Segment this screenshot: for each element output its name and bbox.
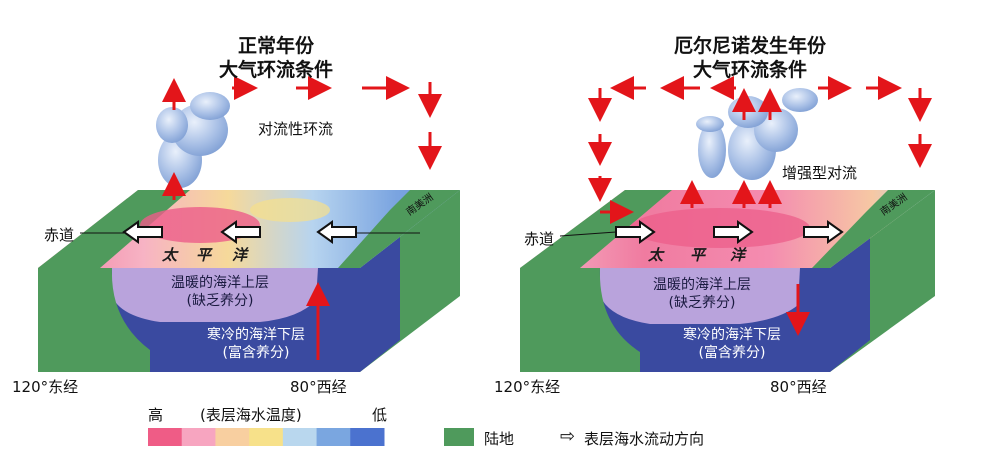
legend-temp-swatch <box>148 428 183 446</box>
legend-temp-swatch <box>282 428 318 446</box>
left-cold-line2: (富含养分) <box>222 345 290 361</box>
right-front-land-west <box>520 268 640 372</box>
right-east-longitude: 80°西经 <box>770 378 827 396</box>
right-diagram <box>520 76 935 372</box>
right-warm-layer-label: 温暖的海洋上层 (缺乏养分) <box>622 276 782 312</box>
right-convection-label: 增强型对流 <box>782 164 858 182</box>
right-cold-line1: 寒冷的海洋下层 <box>683 327 781 343</box>
left-cold-line1: 寒冷的海洋下层 <box>207 327 305 343</box>
right-warm-layer <box>600 268 800 324</box>
legend-flow-arrow-icon: ⇨ <box>560 426 576 447</box>
right-warm-line1: 温暖的海洋上层 <box>653 277 751 293</box>
legend-temp-label: (表层海水温度) <box>200 406 302 424</box>
left-cloud <box>156 92 230 188</box>
right-equator-label: 赤道 <box>524 230 555 248</box>
left-title-line1: 正常年份 <box>237 35 314 57</box>
left-west-longitude: 120°东经 <box>12 378 79 396</box>
legend-low-label: 低 <box>372 406 388 424</box>
right-title-line1: 厄尔尼诺发生年份 <box>673 35 826 57</box>
left-circulation-label: 对流性环流 <box>258 120 334 138</box>
legend-temp-scale <box>148 428 385 446</box>
right-ocean-char-1: 太 <box>648 246 664 264</box>
right-title: 厄尔尼诺发生年份 大气环流条件 <box>650 34 850 82</box>
left-warm-line2: (缺乏养分) <box>186 293 254 309</box>
right-west-longitude: 120°东经 <box>494 378 561 396</box>
left-east-longitude: 80°西经 <box>290 378 347 396</box>
right-warm-line2: (缺乏养分) <box>668 295 736 311</box>
left-title: 正常年份 大气环流条件 <box>216 34 336 82</box>
left-front-land-west <box>38 268 150 372</box>
legend-temp-swatch <box>215 428 250 446</box>
left-cold-layer-label: 寒冷的海洋下层 (富含养分) <box>176 326 336 362</box>
left-equator-label: 赤道 <box>44 226 75 244</box>
legend-temp-swatch <box>249 428 284 446</box>
left-warm-layer-label: 温暖的海洋上层 (缺乏养分) <box>140 274 300 310</box>
legend-land-label: 陆地 <box>484 430 515 448</box>
right-cold-line2: (富含养分) <box>698 345 766 361</box>
left-warm-line1: 温暖的海洋上层 <box>171 275 269 291</box>
left-warm-layer <box>112 268 318 322</box>
right-ocean-char-2: 平 <box>690 246 706 264</box>
legend-land-swatch <box>444 428 474 446</box>
left-title-line2: 大气环流条件 <box>218 59 333 81</box>
left-diagram <box>38 76 460 372</box>
right-cold-layer-label: 寒冷的海洋下层 (富含养分) <box>652 326 812 362</box>
legend-temp-swatch <box>316 428 351 446</box>
left-ocean-char-3: 洋 <box>232 246 248 264</box>
legend-high-label: 高 <box>148 406 164 424</box>
left-flow-arrows <box>122 220 357 244</box>
right-flow-arrows <box>615 220 844 244</box>
left-ocean-char-1: 太 <box>162 246 178 264</box>
right-ocean-char-3: 洋 <box>730 246 746 264</box>
legend-temp-swatch <box>181 428 216 446</box>
right-title-line2: 大气环流条件 <box>692 59 807 81</box>
legend-flow-label: 表层海水流动方向 <box>584 430 705 448</box>
legend-temp-swatch <box>350 428 385 446</box>
left-ocean-char-2: 平 <box>196 246 212 264</box>
